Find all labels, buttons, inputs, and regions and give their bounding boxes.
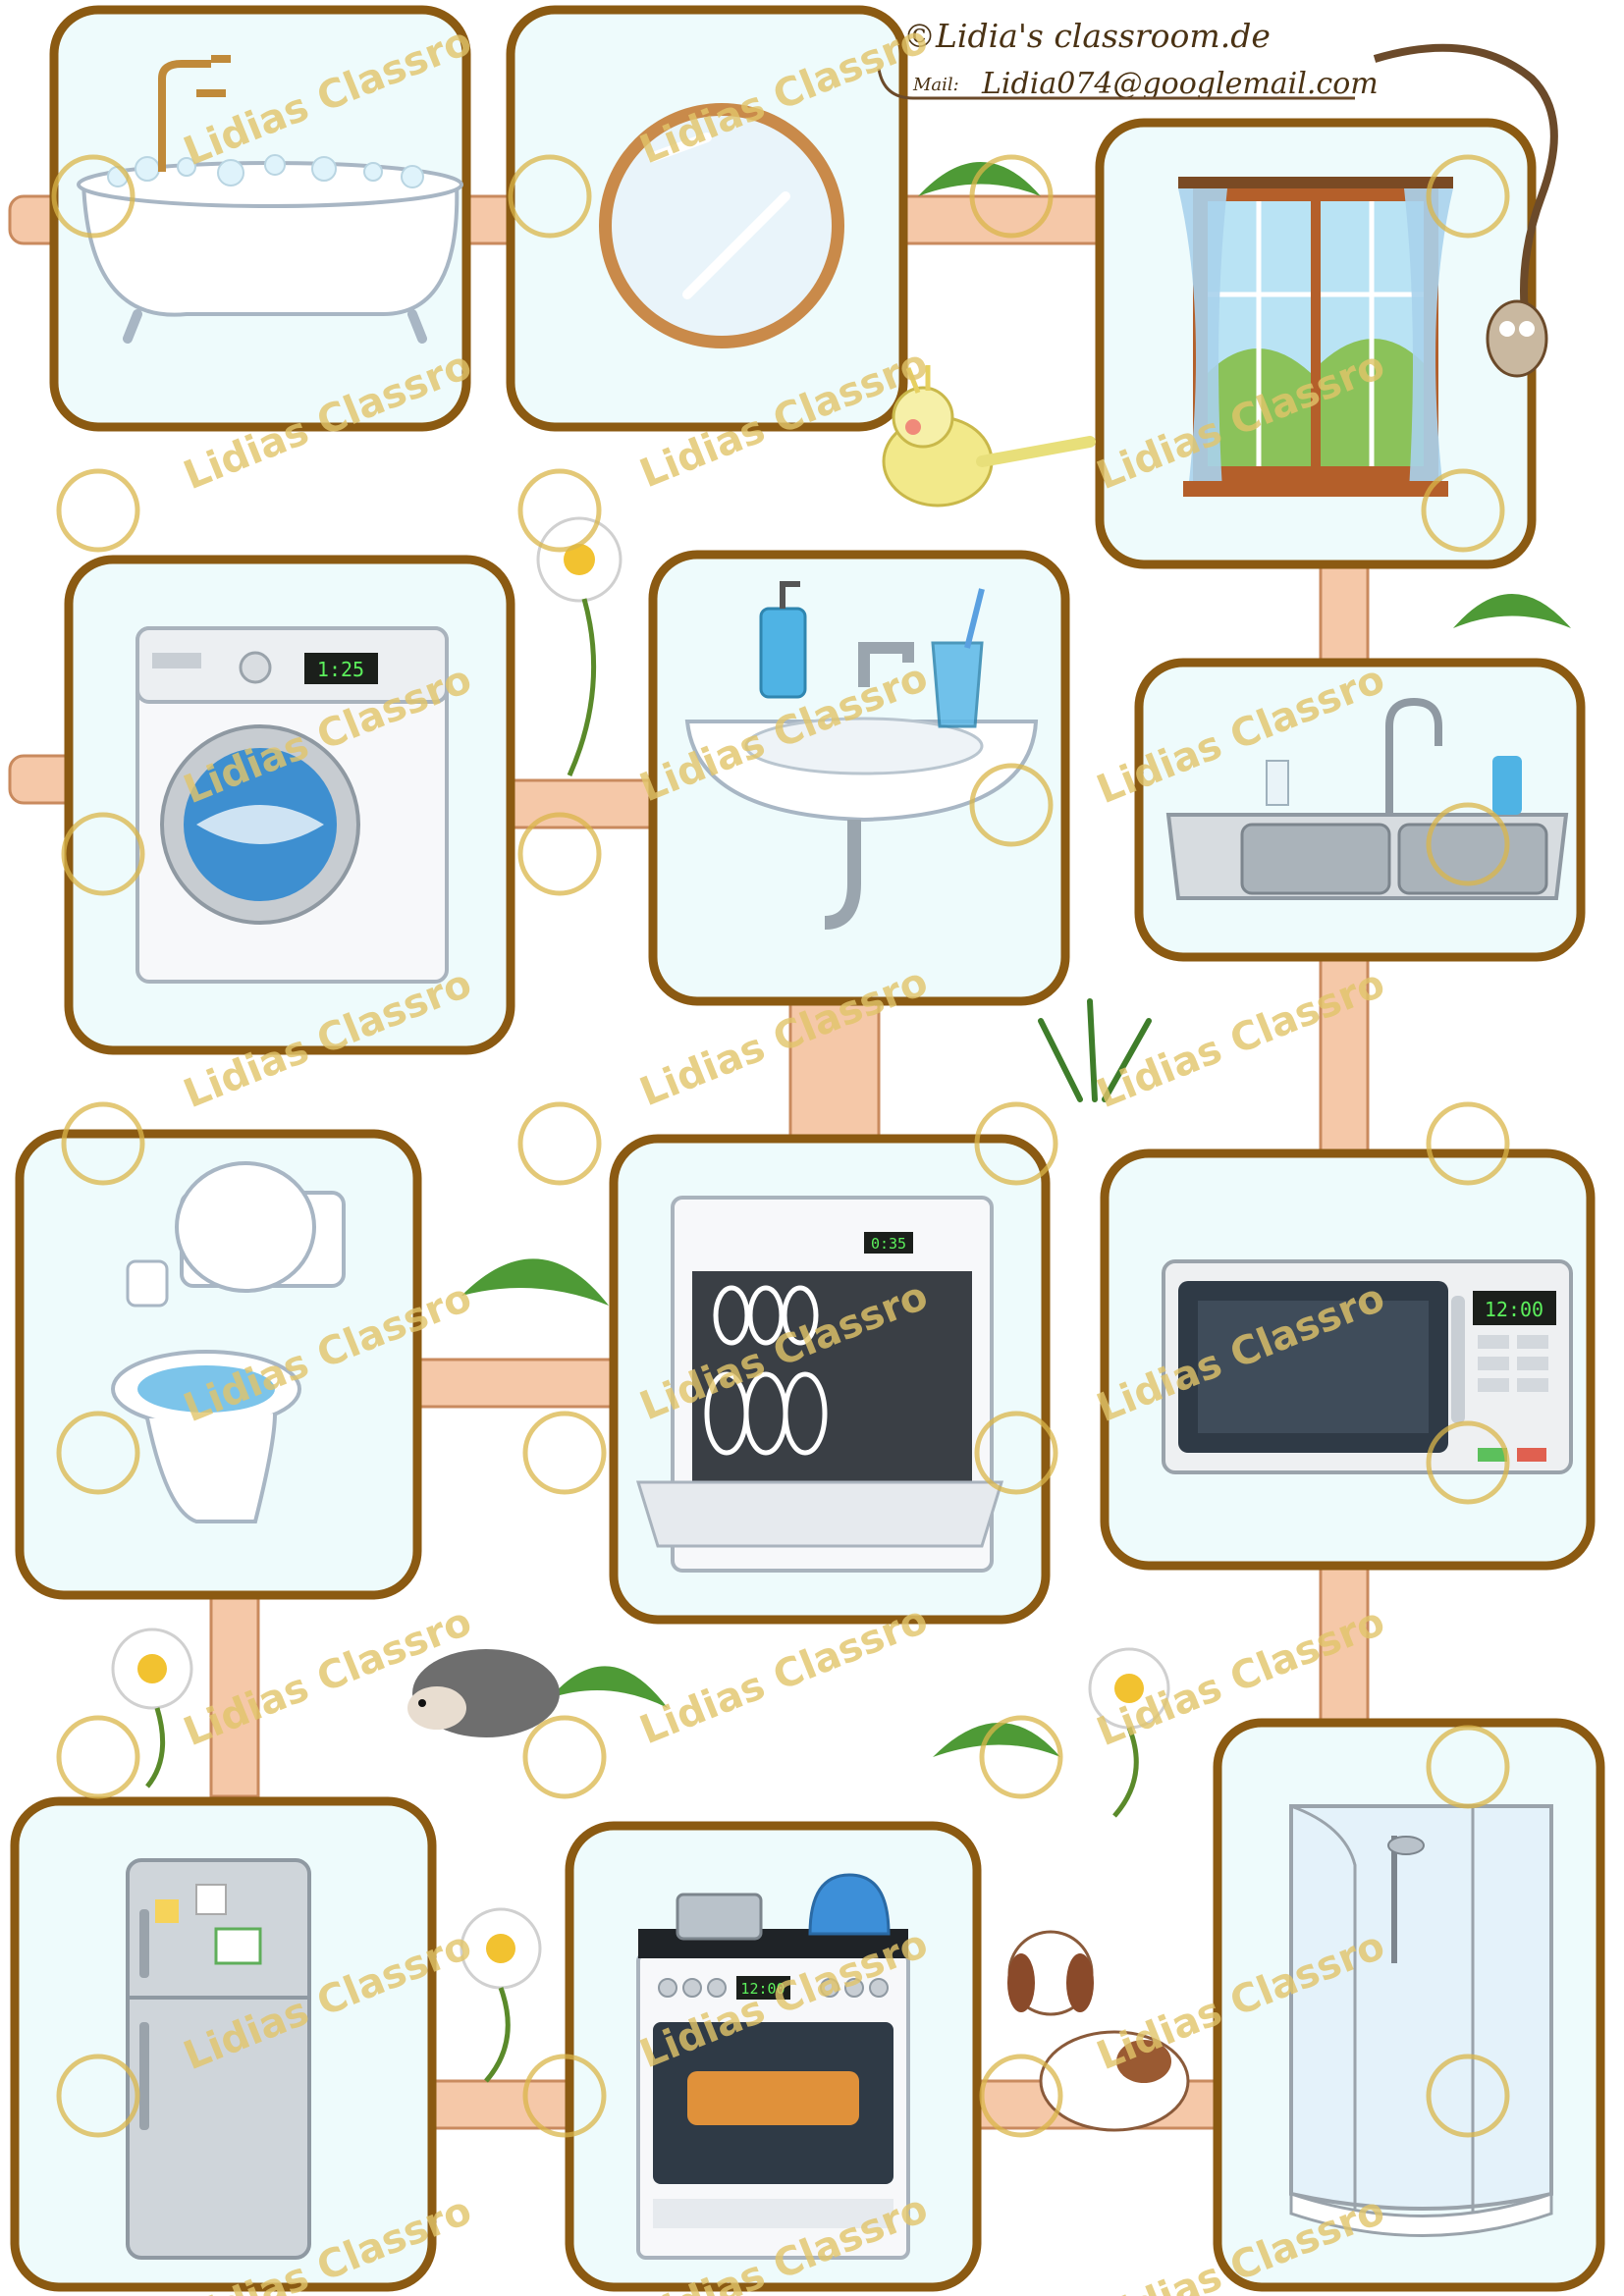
- mail-label: Mail:: [912, 75, 959, 95]
- decorations: [111, 43, 1571, 2132]
- card-bathtub[interactable]: [49, 5, 471, 432]
- hedgehog-icon: [407, 1649, 560, 1737]
- grass-icon: [1038, 998, 1152, 1102]
- toilet-icon: [111, 1161, 346, 1523]
- mail-address[interactable]: Lidia074@googlemail.com: [981, 67, 1379, 101]
- card-shower[interactable]: [1213, 1718, 1605, 2292]
- microwave-icon: 12:00: [1162, 1259, 1573, 1474]
- washing-machine-icon: 1:25: [135, 626, 449, 984]
- card-window[interactable]: [1095, 118, 1537, 569]
- mirror-icon: [599, 103, 844, 348]
- owl-icon: [1373, 43, 1558, 378]
- card-washing-machine[interactable]: 1:25: [64, 555, 515, 1055]
- bathroom-sink-icon: [684, 581, 1039, 930]
- microwave-display: 12:00: [1485, 1298, 1543, 1321]
- dog-icon: [1007, 1930, 1190, 2132]
- card-stove[interactable]: 12:00: [565, 1821, 982, 2292]
- shower-icon: [1289, 1804, 1553, 2237]
- card-bathroom-sink[interactable]: [648, 550, 1070, 1006]
- card-mirror[interactable]: [506, 5, 908, 432]
- dishwasher-display: 0:35: [871, 1235, 906, 1253]
- refrigerator-icon: [126, 1858, 311, 2260]
- parrot-icon: [882, 365, 1096, 507]
- bathtub-icon: [77, 55, 463, 344]
- daisy-icon: [111, 516, 1170, 2083]
- header: ©Lidia's classroom.de Mail: Lidia074@goo…: [877, 17, 1379, 101]
- washing-machine-display: 1:25: [317, 658, 364, 681]
- card-microwave[interactable]: 12:00: [1100, 1148, 1596, 1571]
- stove-display: 12:00: [740, 1980, 785, 1998]
- copyright-text: ©Lidia's classroom.de: [903, 17, 1271, 55]
- card-kitchen-sink[interactable]: [1134, 658, 1586, 962]
- dishwasher-icon: 0:35: [635, 1196, 1004, 1573]
- card-toilet[interactable]: [15, 1129, 422, 1600]
- window-icon: [1178, 177, 1453, 497]
- card-dishwasher[interactable]: 0:35: [609, 1134, 1051, 1625]
- card-refrigerator[interactable]: [10, 1796, 437, 2292]
- stove-icon: 12:00: [636, 1873, 910, 2260]
